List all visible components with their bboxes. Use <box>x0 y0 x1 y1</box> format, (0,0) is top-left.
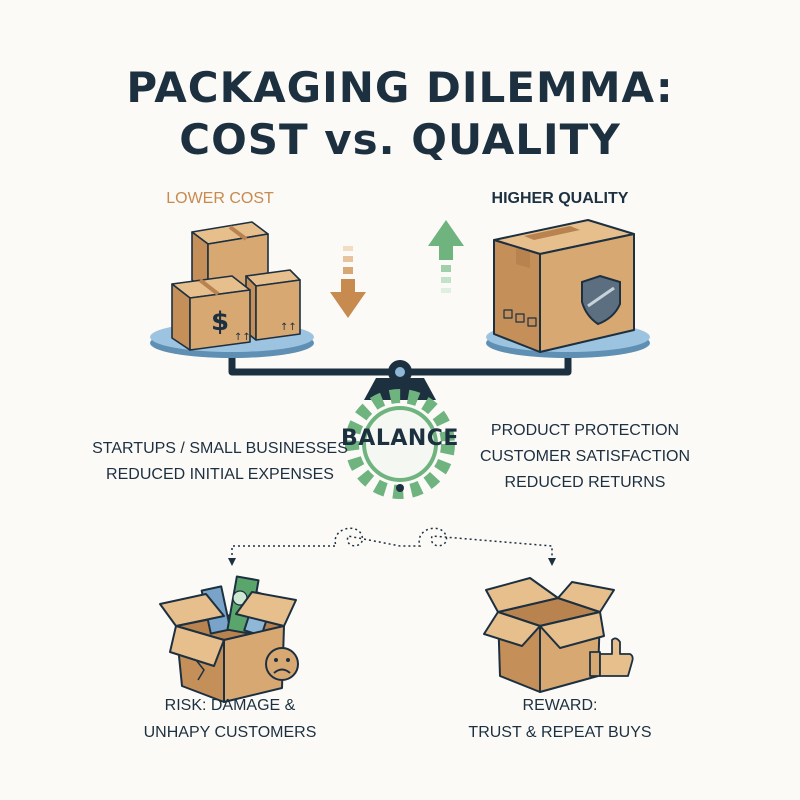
gear-icon <box>345 389 455 499</box>
lower-cost-point: REDUCED INITIAL EXPENSES <box>106 466 334 483</box>
arrow-up-icon <box>428 220 464 293</box>
title-line-2: COST vs. QUALITY <box>179 115 621 164</box>
dollar-symbol: $ <box>211 307 229 337</box>
svg-text:↑↑: ↑↑ <box>280 322 297 333</box>
dotted-connector <box>231 527 553 560</box>
arrow-down-right-tip <box>548 558 556 566</box>
higher-quality-heading: HIGHER QUALITY <box>491 190 629 207</box>
reward-line-1: REWARD: <box>522 697 598 714</box>
risk-line-2: UNHAPY CUSTOMERS <box>143 724 317 741</box>
shield-icon <box>581 274 621 326</box>
svg-text:↑↑: ↑↑ <box>234 332 251 343</box>
lower-cost-heading: LOWER COST <box>166 190 274 207</box>
balance-label: BALANCE <box>341 426 459 451</box>
page-title: PACKAGING DILEMMA: COST vs. QUALITY <box>0 62 800 166</box>
higher-quality-point: REDUCED RETURNS <box>504 474 666 491</box>
damaged-box <box>159 575 297 703</box>
higher-quality-points: PRODUCT PROTECTION CUSTOMER SATISFACTION… <box>470 418 700 496</box>
higher-quality-point: CUSTOMER SATISFACTION <box>479 448 691 465</box>
risk-line-1: RISK: DAMAGE & <box>164 697 296 714</box>
title-line-1: PACKAGING DILEMMA: <box>126 63 674 112</box>
thumbs-up-icon <box>589 637 634 677</box>
cheap-boxes: ↑↑ ↑↑ <box>171 221 301 351</box>
arrow-down-left-tip <box>228 558 236 566</box>
arrow-down-icon <box>330 246 366 318</box>
lower-cost-point: STARTUPS / SMALL BUSINESSES <box>92 440 348 457</box>
risk-outcome: RISK: DAMAGE & UNHAPY CUSTOMERS <box>120 692 340 746</box>
reward-line-2: TRUST & REPEAT BUYS <box>468 724 652 741</box>
higher-quality-point: PRODUCT PROTECTION <box>490 422 680 439</box>
lower-cost-points: STARTUPS / SMALL BUSINESSES REDUCED INIT… <box>90 436 350 488</box>
sad-face-icon <box>265 647 299 681</box>
sturdy-box <box>483 577 615 693</box>
reward-outcome: REWARD: TRUST & REPEAT BUYS <box>450 692 670 746</box>
